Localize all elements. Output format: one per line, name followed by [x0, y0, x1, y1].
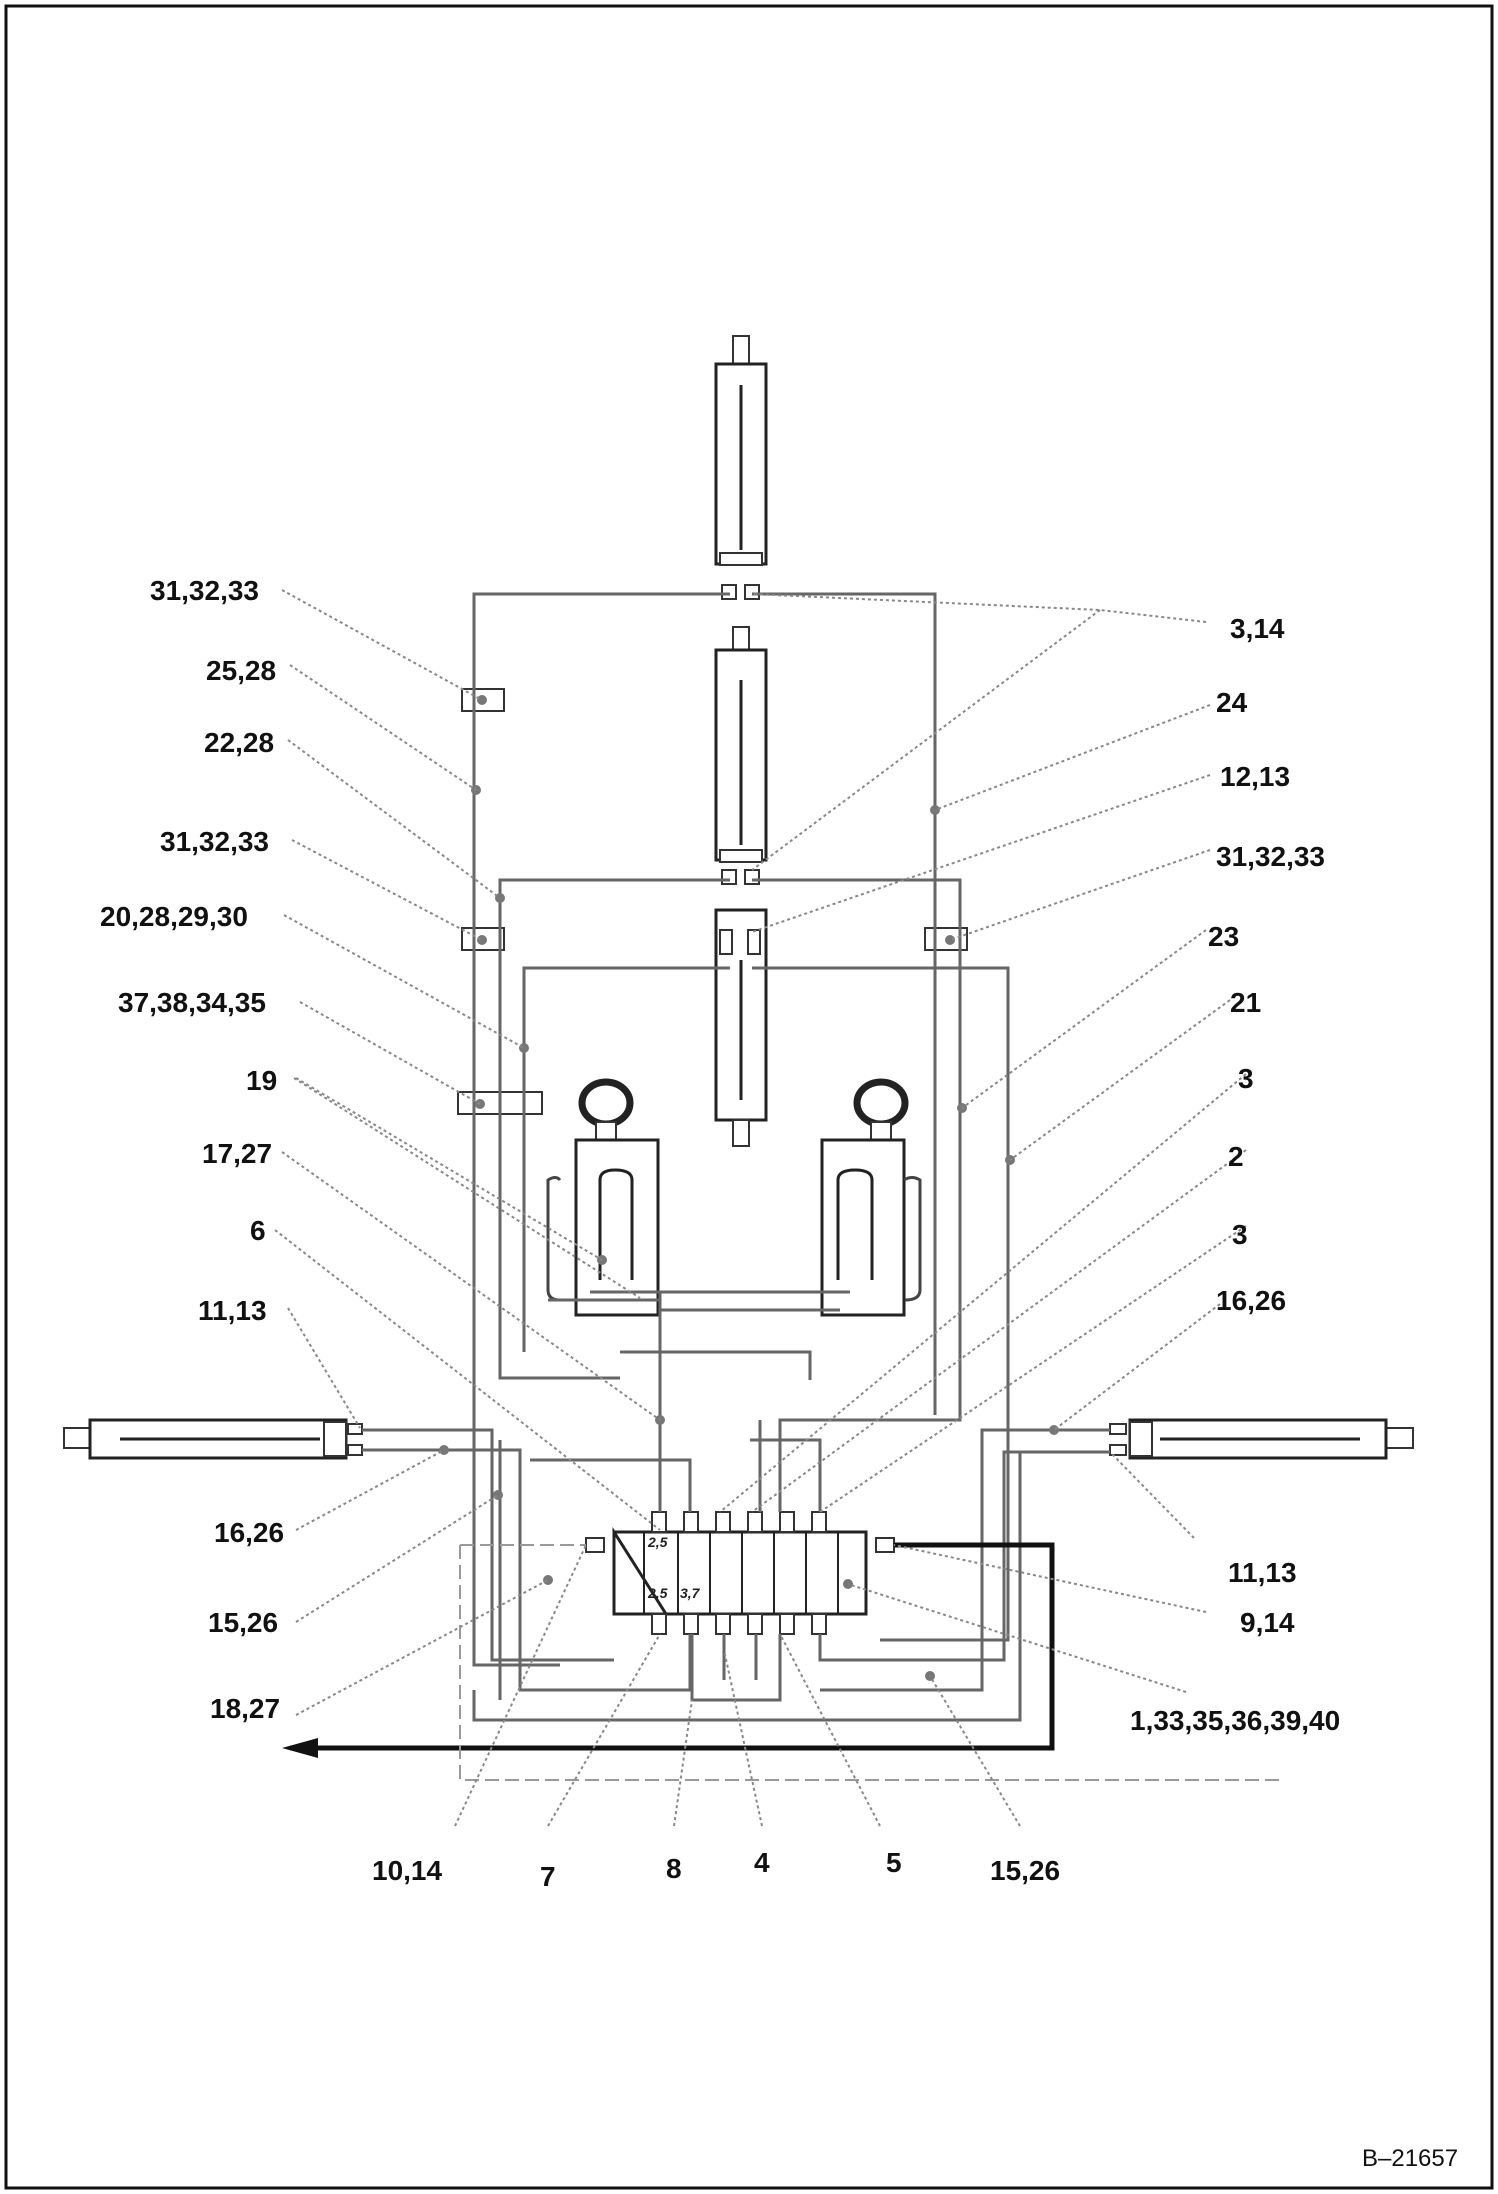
control-valve-block: 2,5 2,5 3,7: [585, 1511, 895, 1635]
callout-right-1-33-35-36-39-40: 1,33,35,36,39,40: [1130, 1705, 1340, 1736]
reference-number: B–21657: [1362, 2145, 1458, 2172]
callout-right-3-a: 3: [1238, 1063, 1254, 1094]
clamps: [457, 688, 968, 1115]
left-accumulator: [546, 1078, 660, 1317]
callout-bottom-10-14: 10,14: [372, 1855, 442, 1886]
callout-right-3-14: 3,14: [1230, 613, 1285, 644]
valve-mark-bottom-left: 2,5: [647, 1585, 668, 1601]
callout-left-31-32-33-b: 31,32,33: [160, 826, 269, 857]
callout-bottom-4: 4: [754, 1847, 770, 1878]
hose-routing: [282, 592, 1280, 1781]
callout-left-15-26: 15,26: [208, 1607, 278, 1638]
callout-bottom-5: 5: [886, 1847, 902, 1878]
callout-left-11-13: 11,13: [198, 1295, 267, 1326]
callout-left-16-26: 16,26: [214, 1517, 284, 1548]
right-accumulator: [820, 1078, 922, 1317]
callout-bottom-7: 7: [540, 1861, 556, 1892]
return-arrow: [282, 1738, 318, 1758]
callout-bottom-15-26: 15,26: [990, 1855, 1060, 1886]
middle-cylinder: [714, 626, 768, 885]
callout-right-2: 2: [1228, 1141, 1244, 1172]
page-border: [4, 4, 1494, 2190]
callout-left-17-27: 17,27: [202, 1138, 272, 1169]
callout-left-31-32-33-a: 31,32,33: [150, 575, 259, 606]
callout-left-25-28: 25,28: [206, 655, 276, 686]
callout-left-37-38-34-35: 37,38,34,35: [118, 987, 266, 1018]
callout-right-23: 23: [1208, 921, 1239, 952]
leader-lines: [274, 589, 1247, 1827]
left-side-cylinder: [63, 1418, 363, 1460]
callout-left-20-28-29-30: 20,28,29,30: [100, 901, 248, 932]
valve-mark-top-left: 2,5: [647, 1534, 668, 1550]
callout-left-19: 19: [246, 1065, 277, 1096]
callout-right-3-b: 3: [1232, 1219, 1248, 1250]
right-side-cylinder: [1109, 1418, 1414, 1460]
callout-right-16-26: 16,26: [1216, 1285, 1286, 1316]
callout-left-6: 6: [250, 1215, 266, 1246]
lower-cylinder: [714, 908, 768, 1147]
callout-right-24: 24: [1216, 687, 1248, 718]
callout-right-9-14: 9,14: [1240, 1607, 1295, 1638]
callout-bottom-8: 8: [666, 1853, 682, 1884]
callout-right-21: 21: [1230, 987, 1261, 1018]
callout-right-11-13: 11,13: [1228, 1557, 1297, 1588]
top-cylinder: [714, 335, 768, 600]
callout-left-22-28: 22,28: [204, 727, 274, 758]
callout-left-18-27: 18,27: [210, 1693, 280, 1724]
valve-mark-bottom-right: 3,7: [680, 1585, 701, 1601]
callout-right-31-32-33: 31,32,33: [1216, 841, 1325, 872]
callout-right-12-13: 12,13: [1220, 761, 1290, 792]
